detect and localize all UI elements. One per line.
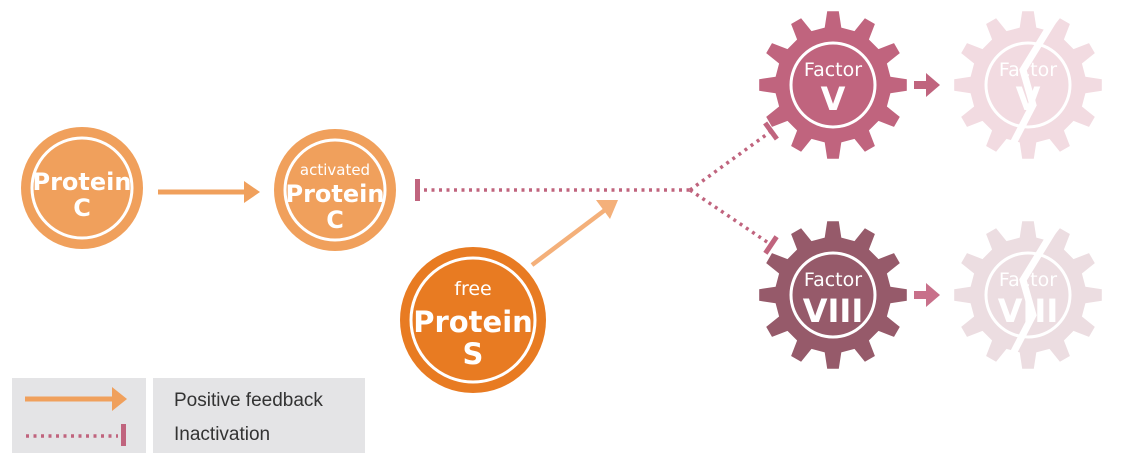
factor-v-numeral: V (821, 80, 846, 118)
free-protein-letter: S (463, 337, 484, 371)
factor-v-inactive-gear: Factor V (954, 11, 1102, 159)
activated-label: activated (300, 161, 370, 179)
free-protein-s-node: free Protein S (400, 247, 546, 393)
activated-protein-letter: C (326, 206, 344, 234)
factor-viii-numeral: VIII (803, 292, 863, 330)
legend-inactivation: Inactivation (174, 424, 270, 445)
factor-viii-degradation-arrow (914, 283, 940, 307)
factor-viii-inactive-gear: Factor VIII (954, 221, 1102, 369)
factor-v-inactive-label: Factor (999, 59, 1057, 81)
factor-viii-label: Factor (804, 269, 862, 291)
free-protein-label: Protein (413, 305, 533, 339)
factor-viii-inactive-label: Factor (999, 269, 1057, 291)
gear-shape (759, 11, 907, 159)
protein-c-label: Protein (33, 168, 132, 196)
factor-v-label: Factor (804, 59, 862, 81)
activated-protein-label: Protein (286, 180, 385, 208)
inactivation-line (415, 121, 779, 255)
positive-feedback-arrow (158, 181, 260, 203)
gear-inner-ring (789, 251, 877, 339)
gear-inner-ring (789, 41, 877, 129)
gear-shape (759, 221, 907, 369)
legend: Positive feedback Inactivation (12, 378, 365, 453)
broken-crack (1002, 221, 1061, 369)
activated-protein-c-node: activated Protein C (274, 129, 396, 251)
free-label: free (454, 278, 491, 300)
gear-inner-ring (984, 251, 1072, 339)
protein-s-arrow (530, 200, 618, 267)
legend-positive-feedback: Positive feedback (174, 390, 323, 411)
factor-viii-gear: Factor VIII (759, 221, 907, 369)
protein-c-letter: C (73, 194, 91, 222)
factor-v-degradation-arrow (914, 73, 940, 97)
gear-inner-ring (984, 41, 1072, 129)
broken-crack (1002, 11, 1061, 159)
factor-v-gear: Factor V (759, 11, 907, 159)
protein-c-node: Protein C (21, 127, 143, 249)
